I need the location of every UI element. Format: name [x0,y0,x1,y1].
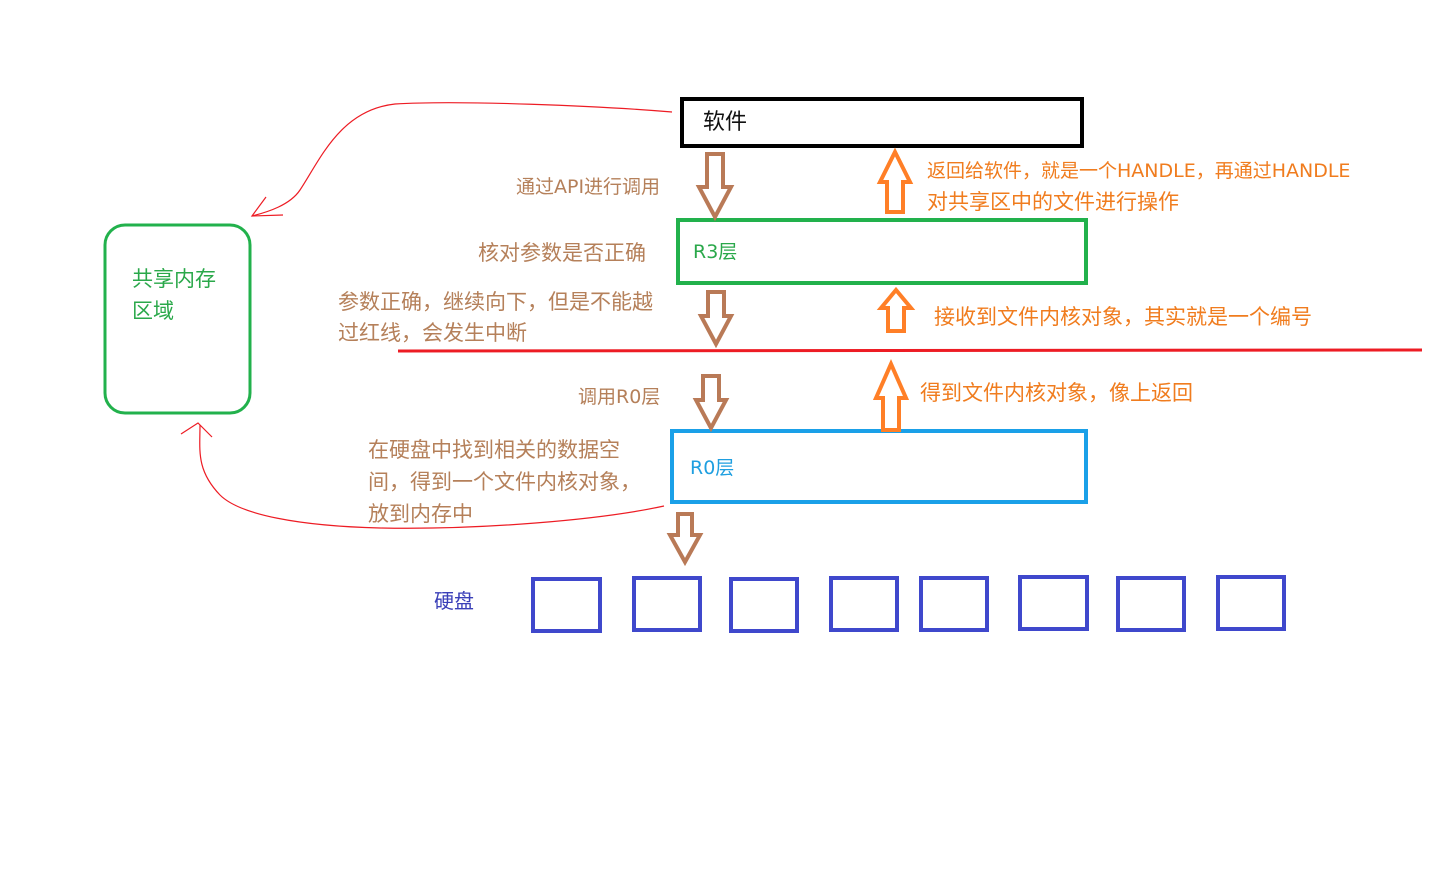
note-find-disk-line3: 放到内存中 [368,502,473,526]
down-arrow-4 [666,512,704,567]
curve-software-arrowhead [250,196,284,217]
disk-block [632,576,702,632]
r0-box [670,429,1088,504]
note-return-handle-line2: 对共享区中的文件进行操作 [927,190,1179,214]
shared-memory-label-line1: 共享内存 [132,267,216,291]
shared-memory-box [103,223,252,415]
curve-software-to-shared [251,102,673,217]
disk-block [531,577,602,633]
note-check-params: 核对参数是否正确 [478,241,646,265]
note-api-call: 通过API进行调用 [516,176,661,198]
software-label: 软件 [703,110,748,135]
note-get-obj: 得到文件内核对象，像上返回 [920,381,1193,405]
r0-label: R0层 [690,457,735,479]
curve-r0-to-shared [199,424,665,529]
note-find-disk-line1: 在硬盘中找到相关的数据空 [368,438,620,462]
up-arrow-1 [876,147,914,214]
note-return-handle-line1: 返回给软件，就是一个HANDLE，再通过HANDLE [927,160,1351,182]
note-find-disk-line2: 间，得到一个文件内核对象， [368,470,641,494]
down-arrow-1 [695,152,735,222]
r3-box [676,218,1088,285]
note-receive-obj: 接收到文件内核对象，其实就是一个编号 [934,305,1312,329]
r3-label: R3层 [693,241,738,263]
disk-block [829,576,899,632]
disk-block [1018,575,1089,631]
down-arrow-2 [697,290,735,349]
shared-memory-label-line2: 区域 [132,299,174,323]
kernel-boundary-line [397,348,1423,353]
disk-block [729,577,799,633]
down-arrow-3 [692,374,730,433]
disk-block [1216,575,1286,631]
disk-block [919,576,989,632]
note-params-ok-line2: 过红线，会发生中断 [338,321,527,345]
note-params-ok-line1: 参数正确，继续向下，但是不能越 [338,290,653,314]
curve-r0-arrowhead [180,422,213,438]
up-arrow-2 [876,286,916,333]
disk-block [1116,576,1186,632]
software-box [680,97,1084,148]
disk-label: 硬盘 [434,589,474,613]
up-arrow-3 [872,359,910,432]
note-call-r0: 调用R0层 [578,386,661,408]
